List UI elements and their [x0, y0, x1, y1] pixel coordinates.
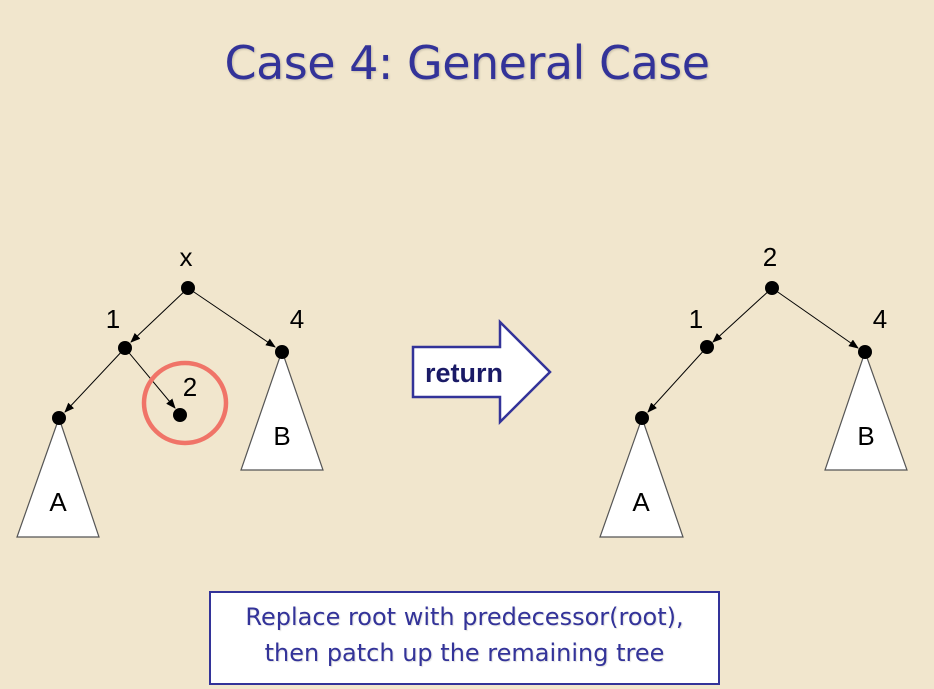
right-label-node-4: 4 [873, 304, 887, 334]
node-a-root [52, 411, 66, 425]
right-node-4 [858, 345, 872, 359]
label-node-1: 1 [106, 304, 120, 334]
right-tree-subtree-a [599, 416, 684, 538]
right-node-1 [700, 340, 714, 354]
edge-root-to-4 [187, 287, 276, 348]
return-arrow: return [411, 318, 552, 426]
right-label-subtree-a: A [632, 487, 650, 517]
right-label-subtree-b: B [857, 421, 874, 451]
highlight-circle [141, 360, 229, 446]
node-4 [275, 345, 289, 359]
right-subtree-b [240, 349, 324, 471]
edge-1-to-a-right [647, 346, 708, 413]
label-root-x: x [180, 242, 193, 272]
edge-root2-to-4 [771, 287, 859, 349]
right-tree-subtree-b [824, 350, 908, 471]
right-label-node-1: 1 [689, 304, 703, 334]
node-root [181, 281, 195, 295]
edge-1-to-a [64, 347, 126, 413]
slide-title: Case 4: General Case [224, 36, 710, 90]
node-2 [173, 408, 187, 422]
right-tree: 2 1 4 A B [599, 242, 908, 538]
label-subtree-a: A [49, 487, 67, 517]
caption-line-1: Replace root with predecessor(root), [245, 603, 684, 631]
return-label: return [425, 358, 503, 388]
right-node-a-root [635, 411, 649, 425]
label-node-2: 2 [183, 372, 197, 402]
block-arrow-shape [411, 318, 552, 426]
edge-root-to-1 [130, 287, 189, 343]
right-label-root-2: 2 [763, 242, 777, 272]
edge-1-to-2 [124, 347, 176, 409]
caption-box: Replace root with predecessor(root), the… [209, 591, 720, 685]
edge-root2-to-1 [712, 287, 773, 343]
label-subtree-b: B [273, 421, 290, 451]
caption-line-2: then patch up the remaining tree [264, 639, 665, 667]
label-node-4: 4 [290, 304, 304, 334]
left-subtree-a [16, 416, 100, 538]
right-node-root [765, 281, 779, 295]
node-1 [118, 341, 132, 355]
left-tree: x 1 4 2 A B [16, 242, 324, 538]
